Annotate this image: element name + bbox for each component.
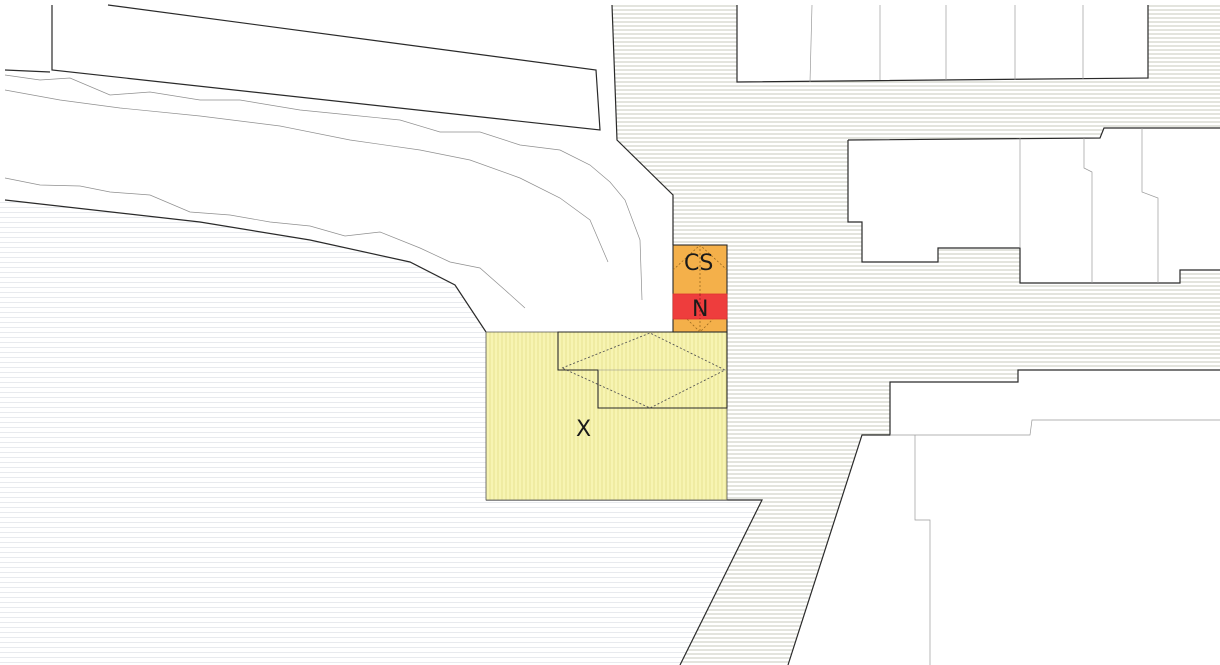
building-outlines xyxy=(4,4,1220,665)
block-right-top-edge xyxy=(847,127,1220,141)
parcel-n-label: N xyxy=(692,297,708,322)
street-edge-top xyxy=(736,5,1149,83)
parcel-n[interactable]: N xyxy=(672,293,728,322)
road-edge-right xyxy=(611,4,674,245)
block-right-bottom xyxy=(787,369,1220,665)
lot-lines xyxy=(809,4,1220,665)
parcel-x-hatch xyxy=(485,331,728,501)
terrain-contours xyxy=(4,74,643,309)
plaza-area xyxy=(0,200,762,665)
parcel-cs-label: CS xyxy=(684,251,713,276)
parcel-x-label: X xyxy=(576,417,591,442)
building-top-left xyxy=(51,4,601,131)
road-edge-upper xyxy=(4,69,51,73)
street-area xyxy=(612,5,1220,665)
road-edge-lower xyxy=(4,199,487,333)
parcel-x[interactable]: X xyxy=(485,331,728,501)
block-right-center xyxy=(847,140,1220,284)
